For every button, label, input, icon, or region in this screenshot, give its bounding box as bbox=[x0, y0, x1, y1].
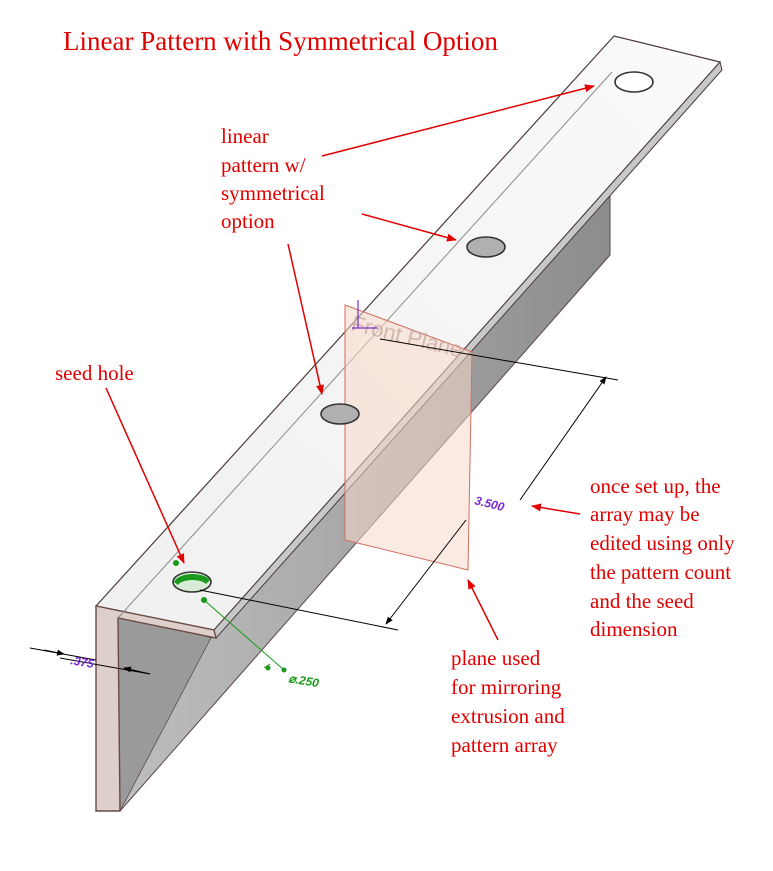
callout-linear-pattern-line-4: option bbox=[221, 209, 275, 233]
callout-plane-note-line-1: plane used bbox=[451, 646, 541, 670]
hole-diameter-dimension: ⌀.250 bbox=[203, 599, 320, 690]
callout-plane-note: plane used for mirroring extrusion and p… bbox=[451, 579, 565, 757]
callout-linear-pattern-line-1: linear bbox=[221, 124, 269, 148]
arrow-to-lower-hole bbox=[287, 243, 324, 395]
offset-dim-line bbox=[59, 657, 151, 675]
callout-array-note-line-3: edited using only bbox=[590, 531, 735, 555]
callout-array-note-line-4: the pattern count bbox=[590, 560, 731, 584]
pattern-holes bbox=[172, 71, 654, 603]
pattern-hole-lower bbox=[320, 403, 360, 425]
callout-seed-hole: seed hole bbox=[55, 361, 185, 564]
pattern-hole-upper bbox=[466, 236, 506, 258]
edge-offset-value: .375 bbox=[69, 653, 95, 671]
callout-seed-hole-text: seed hole bbox=[55, 361, 134, 385]
length-dimension-value: 3.500 bbox=[473, 493, 506, 514]
diameter-leader-end bbox=[265, 665, 271, 671]
callout-linear-pattern: linear pattern w/ symmetrical option bbox=[221, 84, 595, 395]
arrow-to-length-dimension bbox=[531, 503, 581, 515]
callout-linear-pattern-line-2: pattern w/ bbox=[221, 153, 306, 177]
length-dim-line-upper bbox=[519, 376, 607, 501]
offset-arrow-left bbox=[43, 649, 65, 656]
seed-hole-center-dot bbox=[173, 560, 179, 566]
callout-array-note-line-1: once set up, the bbox=[590, 474, 721, 498]
arrow-to-front-plane bbox=[467, 579, 499, 641]
callout-array-note-line-5: and the seed bbox=[590, 589, 694, 613]
offset-arrow-right bbox=[123, 666, 151, 675]
arrow-to-seed-hole bbox=[105, 387, 185, 564]
length-dim-line-lower bbox=[385, 519, 467, 625]
callout-array-note-line-6: dimension bbox=[590, 617, 678, 641]
edge-offset-dimension: .375 bbox=[29, 647, 151, 675]
arrow-to-top-hole bbox=[321, 84, 595, 157]
length-ext-line-bottom bbox=[199, 589, 399, 631]
callout-plane-note-line-3: extrusion and bbox=[451, 704, 565, 728]
seed-hole-highlight bbox=[174, 574, 210, 585]
diagram-title: Linear Pattern with Symmetrical Option bbox=[63, 26, 498, 56]
pattern-hole-top bbox=[614, 71, 654, 93]
front-plane: Front Plane bbox=[344, 300, 473, 571]
front-plane-shape bbox=[344, 304, 473, 571]
hole-diameter-value: ⌀.250 bbox=[287, 671, 320, 690]
callout-linear-pattern-line-3: symmetrical bbox=[221, 181, 325, 205]
callout-plane-note-line-4: pattern array bbox=[451, 733, 558, 757]
callout-array-note-line-2: array may be bbox=[590, 502, 700, 526]
length-ext-line-top bbox=[379, 338, 619, 381]
callout-array-note: once set up, the array may be edited usi… bbox=[531, 474, 735, 641]
callout-plane-note-line-2: for mirroring bbox=[451, 675, 562, 699]
arrow-to-upper-hole bbox=[361, 213, 457, 242]
diameter-leader-start bbox=[281, 667, 287, 673]
diameter-leader-line bbox=[203, 599, 285, 671]
